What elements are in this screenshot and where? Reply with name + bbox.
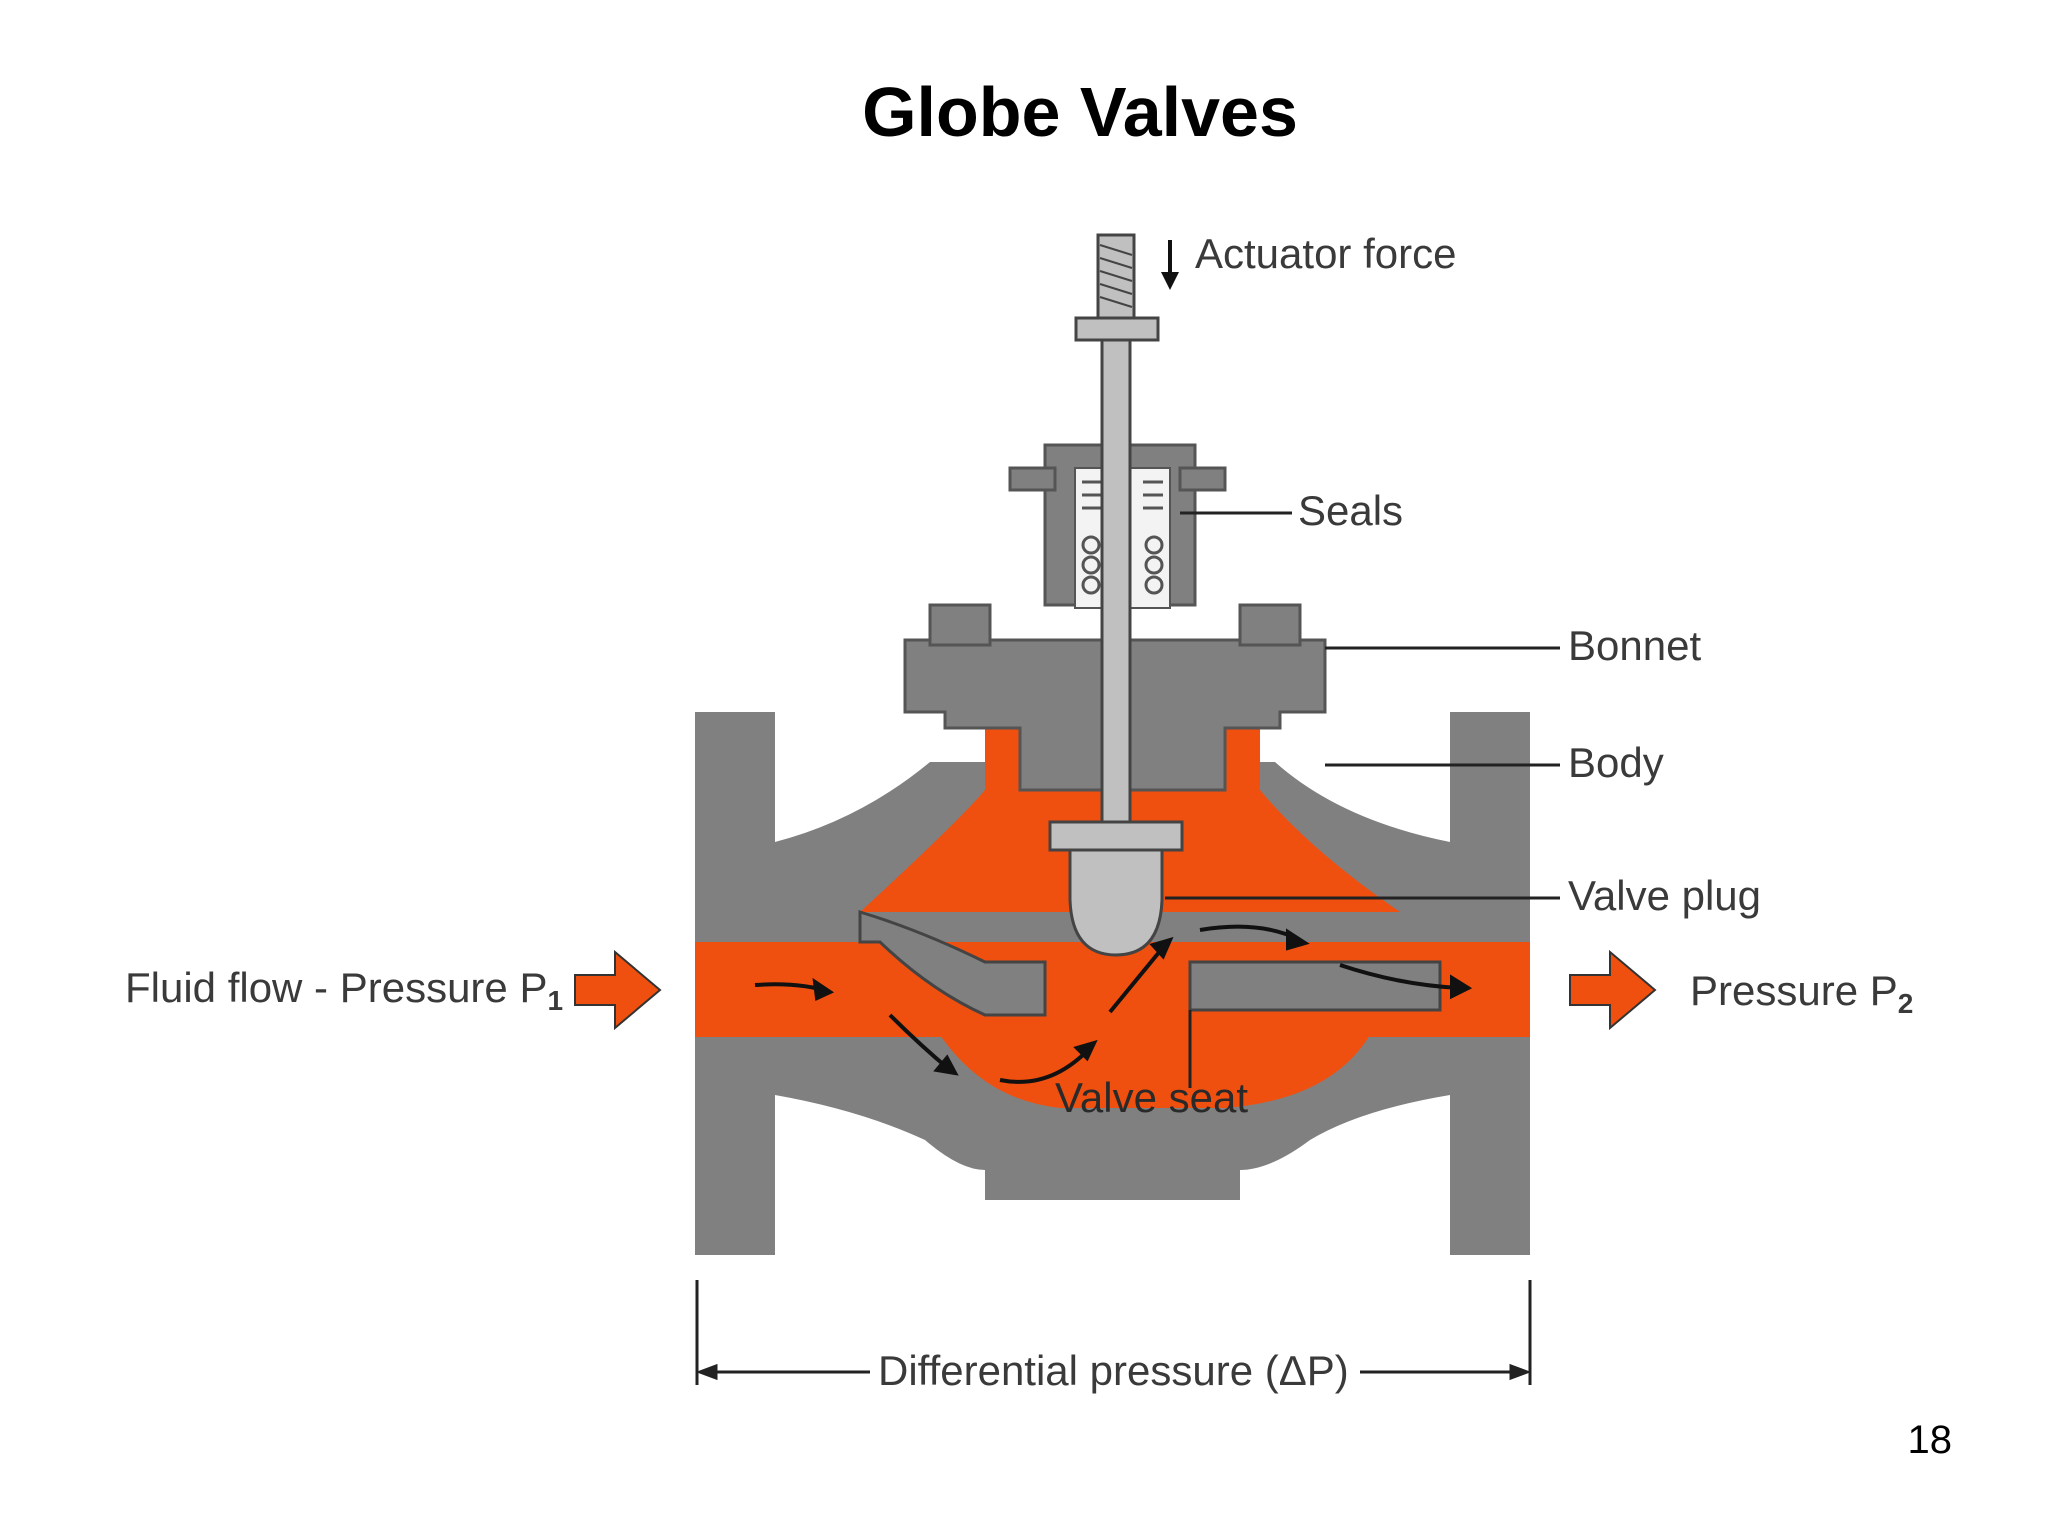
differential-dimension: [695, 1280, 1532, 1385]
label-seals: Seals: [1298, 487, 1403, 534]
valve-stem: [1074, 233, 1160, 830]
label-differential-pressure: Differential pressure (ΔP): [878, 1347, 1349, 1394]
slide-title: Globe Valves: [862, 73, 1298, 151]
label-inlet-flow: Fluid flow - Pressure P1: [125, 964, 563, 1016]
internal-flow-arrows: [754, 924, 1473, 1084]
label-outlet-pressure: Pressure P2: [1690, 967, 1913, 1019]
label-body: Body: [1568, 739, 1664, 786]
label-bonnet: Bonnet: [1568, 622, 1701, 669]
valve-plug: [1048, 820, 1184, 957]
actuator-force-arrow: [1161, 240, 1179, 290]
label-actuator-force: Actuator force: [1195, 230, 1456, 277]
inlet-arrow: [574, 949, 662, 1031]
seals: [1081, 480, 1164, 595]
label-valve-plug: Valve plug: [1568, 872, 1761, 919]
label-valve-seat: Valve seat: [1055, 1074, 1248, 1121]
page-number: 18: [1907, 1418, 1953, 1462]
outlet-arrow: [1569, 949, 1657, 1031]
leader-lines: [1165, 511, 1560, 1088]
